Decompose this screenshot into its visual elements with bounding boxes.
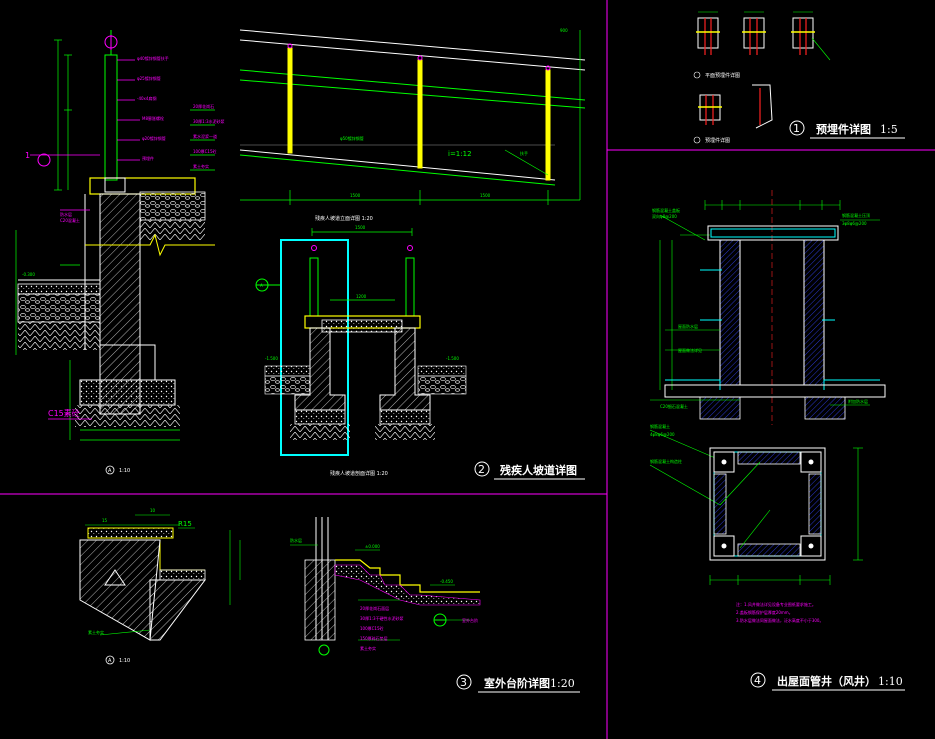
svg-text:C20细石混凝土: C20细石混凝土: [660, 403, 688, 409]
svg-text:屋面做法详见: 屋面做法详见: [678, 347, 702, 353]
svg-text:C20混凝土: C20混凝土: [60, 217, 80, 223]
svg-text:屋面防水层: 屋面防水层: [678, 323, 698, 329]
steps-title: 室外台阶详图: [484, 676, 550, 690]
svg-text:钢筋混凝土构造柱: 钢筋混凝土构造柱: [650, 458, 682, 464]
svg-text:4φ8φ6@200: 4φ8φ6@200: [650, 432, 675, 437]
svg-text:1500: 1500: [350, 193, 361, 198]
ramp-detail-tag: A: [260, 283, 263, 288]
steps-number: 3: [460, 676, 467, 689]
svg-text:预埋件: 预埋件: [142, 155, 154, 161]
svg-text:1500: 1500: [480, 193, 491, 198]
svg-text:-0.300: -0.300: [22, 272, 35, 277]
svg-text:钢筋混凝土盖板: 钢筋混凝土盖板: [652, 207, 680, 213]
svg-text:素土夯实: 素土夯实: [88, 629, 104, 635]
svg-text:素土夯实: 素土夯实: [360, 645, 376, 651]
step-detail-a: 15 10 R15 素土夯实 A 1:10: [79, 508, 241, 665]
svg-text:1: 1: [25, 151, 30, 160]
svg-text:1500: 1500: [355, 225, 366, 230]
ramp-number: 2: [478, 463, 485, 476]
svg-text:20厚花岗石面层: 20厚花岗石面层: [360, 605, 389, 611]
svg-text:素水泥浆一道: 素水泥浆一道: [193, 133, 217, 139]
svg-text:双向φ8@200: 双向φ8@200: [652, 213, 677, 219]
svg-text:100厚C15砼: 100厚C15砼: [193, 148, 217, 154]
ramp-slope: i=1:12: [448, 150, 472, 158]
svg-text:φ20镀锌钢管: φ20镀锌钢管: [142, 135, 166, 141]
wall-section-detail: φ40镀锌钢管扶手 φ25镀锌钢管 -40x4扁钢 M8膨胀螺栓 φ20镀锌钢管…: [15, 30, 225, 475]
svg-text:150厚碎石垫层: 150厚碎石垫层: [360, 635, 388, 641]
embedded-number: 1: [793, 122, 800, 135]
embedded-title: 预埋件详图: [816, 122, 871, 136]
concrete-label: C15素砼: [48, 408, 80, 418]
step-section: 防水层 ±0.000 -0.450 20厚花岗石面层 30厚1:3干硬性水泥砂浆…: [290, 517, 580, 693]
svg-text:A: A: [108, 658, 112, 664]
svg-text:防水层: 防水层: [60, 211, 72, 217]
svg-text:1200: 1200: [356, 294, 367, 299]
svg-text:-0.450: -0.450: [440, 579, 453, 584]
ramp-title-block: 2 残疾人坡道详图: [474, 461, 585, 480]
vent-scale: 1:10: [878, 675, 903, 688]
svg-text:30厚1:3水泥砂浆: 30厚1:3水泥砂浆: [193, 118, 225, 124]
wall-detail-scale: 1:10: [119, 468, 130, 474]
svg-text:防水层: 防水层: [290, 537, 302, 543]
svg-text:平面预埋件详图: 平面预埋件详图: [705, 72, 740, 79]
svg-text:15: 15: [102, 518, 108, 523]
svg-text:室外台阶: 室外台阶: [462, 617, 478, 623]
svg-text:钢筋混凝土压顶: 钢筋混凝土压顶: [842, 212, 870, 218]
svg-text:M8膨胀螺栓: M8膨胀螺栓: [142, 115, 164, 121]
vent-shaft-section: 钢筋混凝土盖板 双向φ8@200 钢筋混凝土压顶 3φ8φ6@200 屋面防水层…: [650, 190, 886, 425]
svg-text:30厚1:3干硬性水泥砂浆: 30厚1:3干硬性水泥砂浆: [360, 615, 404, 621]
svg-text:附加防水层: 附加防水层: [848, 398, 868, 404]
svg-text:φ25镀锌钢管: φ25镀锌钢管: [137, 75, 161, 81]
ramp-section-caption: 残疾人坡道剖面详图 1:20: [330, 470, 388, 477]
ramp-section: 1500 1200 -1.500 -1.500 A 残疾人坡道剖面详图 1:20: [255, 225, 467, 477]
svg-text:20厚花岗石: 20厚花岗石: [193, 103, 214, 109]
vent-title: 出屋面管井（风井）: [777, 674, 876, 688]
svg-text:A: A: [108, 468, 112, 474]
vent-shaft-plan: 钢筋混凝土 4φ8φ6@200 钢筋混凝土构造柱 注：1.风井做法详见设: [649, 423, 905, 691]
svg-text:3φ8φ6@200: 3φ8φ6@200: [842, 221, 867, 226]
svg-text:-40x4扁钢: -40x4扁钢: [137, 95, 156, 101]
svg-text:3.防水层做法同屋面做法，泛水高度不小于300。: 3.防水层做法同屋面做法，泛水高度不小于300。: [736, 617, 823, 623]
svg-text:φ50镀锌钢管: φ50镀锌钢管: [340, 135, 364, 141]
svg-text:钢筋混凝土: 钢筋混凝土: [650, 423, 670, 429]
step-radius: R15: [178, 520, 192, 528]
svg-text:素土夯实: 素土夯实: [193, 163, 209, 169]
ramp-elevation: i=1:12 φ50镀锌钢管 扶手 1500 1500 900 残疾人坡道立面详…: [239, 28, 586, 222]
svg-text:±0.000: ±0.000: [365, 544, 380, 549]
svg-text:10: 10: [150, 508, 156, 513]
svg-text:2.盖板钢筋保护层厚度20mm。: 2.盖板钢筋保护层厚度20mm。: [736, 609, 793, 615]
ramp-elev-caption: 残疾人坡道立面详图 1:20: [315, 215, 373, 222]
svg-text:-1.500: -1.500: [265, 356, 278, 361]
svg-text:100厚C15砼: 100厚C15砼: [360, 625, 384, 631]
svg-text:扶手: 扶手: [520, 150, 528, 156]
embedded-scale: 1:5: [880, 123, 898, 136]
svg-text:900: 900: [560, 28, 568, 33]
svg-text:φ40镀锌钢管扶手: φ40镀锌钢管扶手: [137, 55, 169, 61]
svg-text:注：1.风井做法详见设备专业图纸要求施工。: 注：1.风井做法详见设备专业图纸要求施工。: [736, 601, 816, 607]
svg-text:-1.500: -1.500: [446, 356, 459, 361]
svg-text:预埋件详图: 预埋件详图: [705, 137, 730, 144]
step-detail-scale: 1:10: [119, 658, 130, 664]
embedded-parts-detail: 平面预埋件详图 预埋件详图 1 预埋件详图 1:5: [693, 11, 905, 144]
ramp-title: 残疾人坡道详图: [500, 463, 577, 477]
steps-scale: 1:20: [550, 677, 575, 690]
vent-number: 4: [754, 674, 761, 687]
